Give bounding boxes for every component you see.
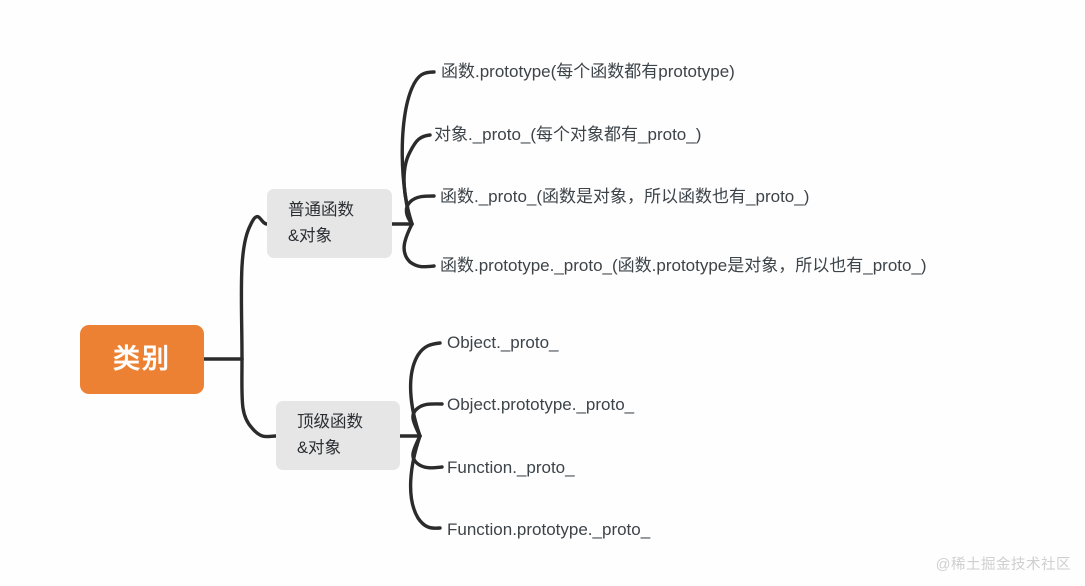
root-node[interactable]: 类别 — [80, 325, 204, 394]
leaf-node[interactable]: Function._proto_ — [447, 458, 575, 477]
branch-node-label-line2: &对象 — [297, 438, 342, 457]
leaf-node[interactable]: 函数._proto_(函数是对象，所以函数也有_proto_) — [440, 187, 810, 206]
edge-branch-1-leaf-2 — [411, 434, 444, 470]
edge-branch-1-leaf-0 — [408, 341, 442, 438]
edge-branch-1-leaf-3 — [408, 434, 442, 530]
edge-branch-0-leaf-1 — [402, 133, 432, 226]
edge-root-to-branch-1 — [240, 357, 278, 439]
leaf-node[interactable]: Object._proto_ — [447, 333, 559, 352]
leaf-node[interactable]: 函数.prototype(每个函数都有prototype) — [441, 62, 735, 81]
branch-node-top-level-functions[interactable]: 顶级函数 &对象 — [276, 401, 400, 470]
leaf-node[interactable]: 对象._proto_(每个对象都有_proto_) — [434, 125, 702, 144]
edge-branch-0-leaf-2 — [404, 194, 436, 226]
watermark: @稀土掘金技术社区 — [935, 557, 1071, 573]
edge-branch-1-leaf-1 — [411, 402, 444, 438]
branch-node-label-line1: 顶级函数 — [297, 412, 363, 431]
leaf-node[interactable]: Object.prototype._proto_ — [447, 395, 635, 414]
edge-branch-0-leaf-3 — [402, 222, 436, 269]
branch-node-label-line1: 普通函数 — [288, 200, 354, 219]
edge-branch-0-leaf-0 — [400, 70, 436, 226]
root-node-label: 类别 — [113, 343, 171, 374]
edge-root-to-branch-0 — [239, 214, 269, 361]
branch-node-label-line2: &对象 — [288, 226, 333, 245]
branch-node-common-functions[interactable]: 普通函数 &对象 — [267, 189, 392, 258]
leaf-node[interactable]: 函数.prototype._proto_(函数.prototype是对象，所以也… — [440, 256, 927, 275]
leaf-node[interactable]: Function.prototype._proto_ — [447, 520, 651, 539]
